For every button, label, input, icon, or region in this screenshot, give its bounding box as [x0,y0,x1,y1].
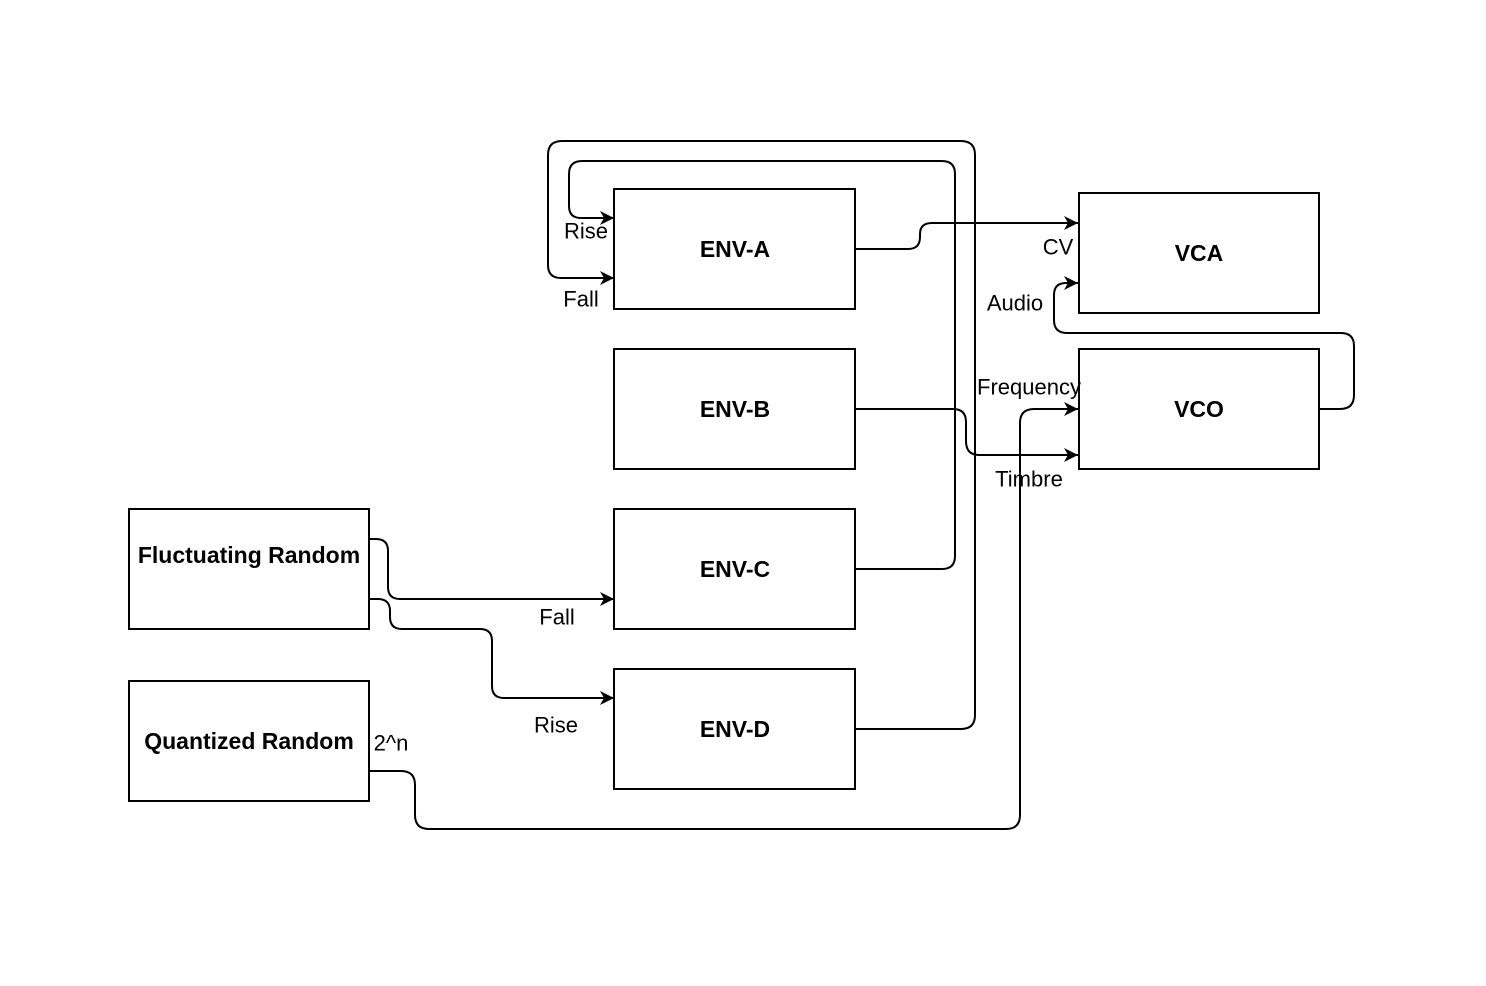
vca-box[interactable]: VCA [1078,192,1320,314]
vca-label: VCA [1175,240,1224,266]
env-a-label: ENV-A [700,236,770,262]
quantized-random-label: Quantized Random [144,728,354,754]
env-a-rise-port-label: Rise [564,219,608,244]
fluctuating-random-label: Fluctuating Random [138,542,360,568]
vco-frequency-port-label: Frequency [977,375,1081,400]
vco-label: VCO [1174,396,1224,422]
env-d-rise-port-label: Rise [534,713,578,738]
edge-quantized-random-to-vco-frequency [370,402,1078,830]
env-d-box[interactable]: ENV-D [613,668,856,790]
edge-fluctuating-random-to-env-c-fall [370,538,614,606]
env-c-fall-port-label: Fall [539,605,574,630]
edge-vco-to-vca-audio [1053,276,1355,410]
edge-env-d-to-env-a-fall [547,140,976,730]
env-d-label: ENV-D [700,716,770,742]
quantized-random-out-port-label: 2^n [374,731,409,756]
vca-audio-port-label: Audio [987,291,1043,316]
vco-box[interactable]: VCO [1078,348,1320,470]
vca-cv-port-label: CV [1043,235,1074,260]
fluctuating-random-box[interactable]: Fluctuating Random [128,508,370,630]
env-b-box[interactable]: ENV-B [613,348,856,470]
vco-timbre-port-label: Timbre [995,467,1063,492]
env-a-fall-port-label: Fall [563,287,598,312]
env-b-label: ENV-B [700,396,770,422]
edge-env-b-to-vco-timbre [856,408,1078,462]
env-c-label: ENV-C [700,556,770,582]
quantized-random-box[interactable]: Quantized Random [128,680,370,802]
edge-env-a-to-vca-cv [856,216,1078,250]
env-a-box[interactable]: ENV-A [613,188,856,310]
edge-fluctuating-random-to-env-d-rise [370,598,614,705]
env-c-box[interactable]: ENV-C [613,508,856,630]
edge-env-c-to-env-a-rise [568,160,956,570]
